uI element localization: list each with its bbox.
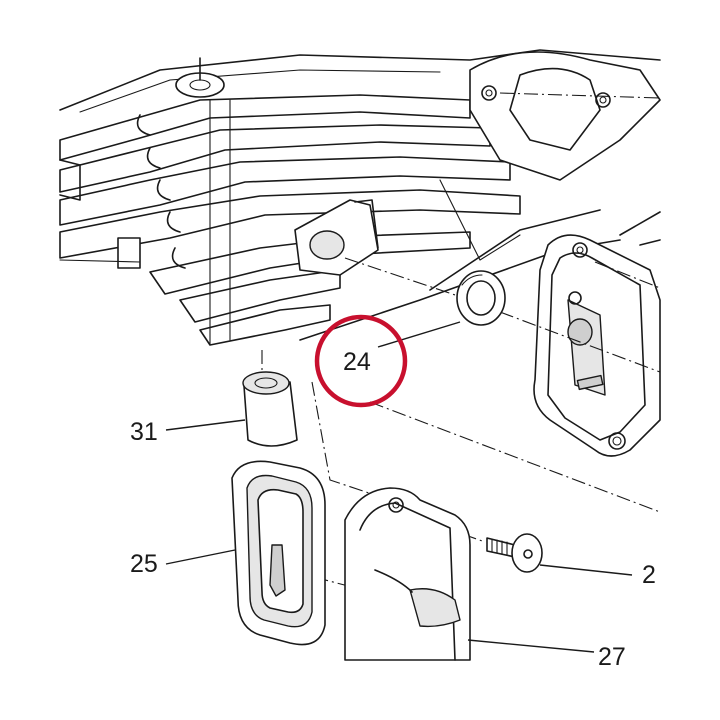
callout-24: 24 xyxy=(343,348,371,376)
part-24-washer xyxy=(456,270,506,326)
callout-27: 27 xyxy=(598,643,626,671)
top-flange xyxy=(469,51,661,181)
lower-cover-plate xyxy=(344,487,471,661)
part-25-gasket xyxy=(231,460,326,646)
right-cover-plate xyxy=(533,211,661,457)
leader-lines xyxy=(165,321,633,653)
screw-fastener xyxy=(486,533,543,573)
callout-31: 31 xyxy=(130,418,158,446)
callout-2x-partial: 2 xyxy=(642,561,656,589)
highlight-ring xyxy=(314,314,408,408)
part-31-sleeve xyxy=(242,371,298,447)
callout-25: 25 xyxy=(130,550,158,578)
